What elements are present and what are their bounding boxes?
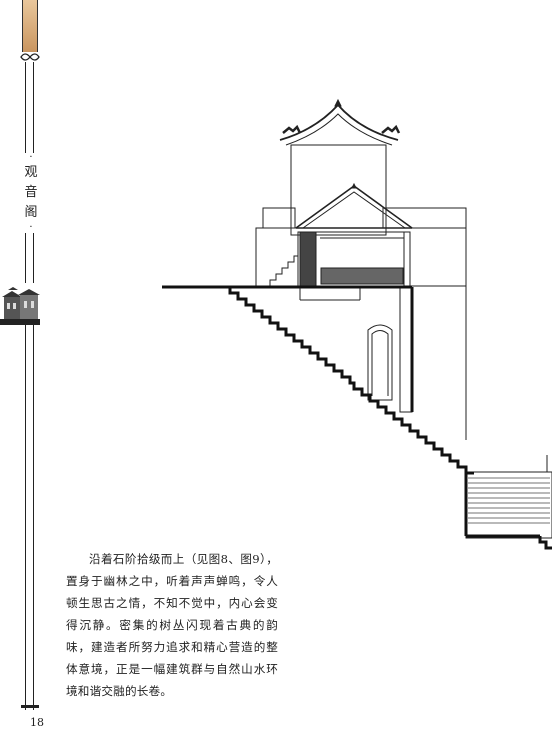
pavilion-section-drawing (162, 98, 552, 550)
rail-line-right (33, 62, 35, 710)
temple-thumbnail-icon (0, 283, 40, 325)
rail-line-left (25, 62, 27, 710)
section-title-char: 阁 (24, 205, 38, 220)
rail-base (21, 705, 39, 708)
body-paragraph: 沿着石阶拾级而上（见图8、图9），置身于幽林之中，听着声声蝉鸣，令人顿生思古之情… (66, 552, 278, 698)
page-number: 18 (30, 716, 44, 729)
section-title-char: 音 (24, 185, 38, 200)
sidebar-rail (20, 0, 40, 715)
title-dot-top: · (29, 152, 33, 163)
section-title: · 观 音 阁 · (18, 153, 44, 233)
rail-cap (22, 0, 38, 52)
title-dot-bottom: · (29, 222, 33, 233)
knot-ornament-icon (20, 53, 40, 61)
section-title-char: 观 (24, 165, 38, 180)
